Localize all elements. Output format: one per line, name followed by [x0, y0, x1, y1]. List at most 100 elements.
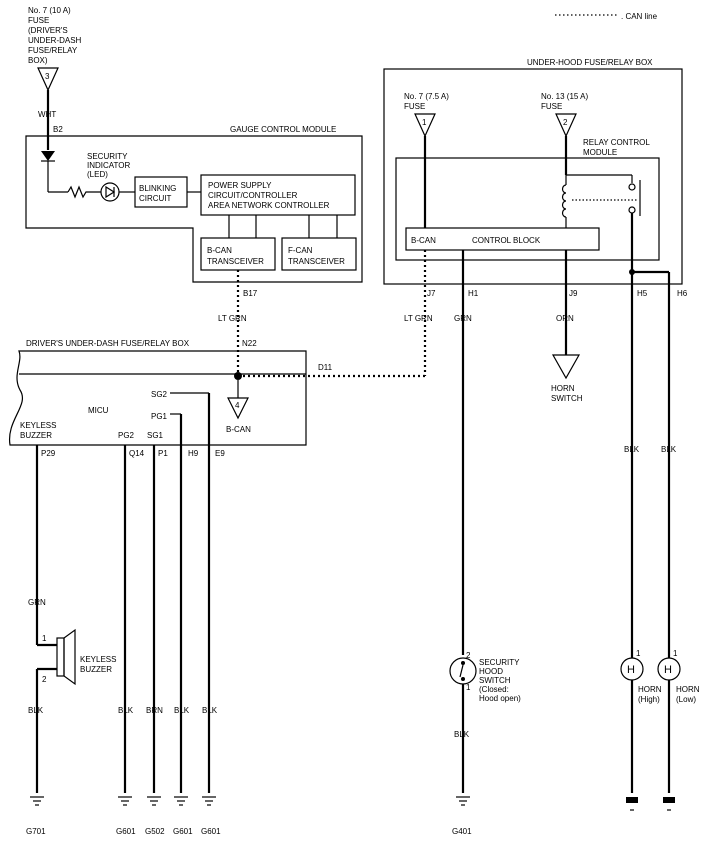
- horn-high: H 1 HORN (High): [620, 649, 662, 704]
- fuse-no7-driver-loc4: BOX): [28, 56, 48, 65]
- wire-lt-grn-1-label: LT GRN: [218, 314, 247, 323]
- horn-low-label-1: HORN: [676, 685, 700, 694]
- fuse-no13-num: 2: [563, 118, 568, 127]
- pin-p1: P1: [158, 449, 168, 458]
- fuse-no7-driver-loc3: FUSE/RELAY: [28, 46, 78, 55]
- ground-g601-b-label: G601: [173, 827, 193, 836]
- fuse-triangle-icon: [37, 67, 59, 92]
- horn-low-icon: [657, 657, 681, 681]
- relay-contact-icon: [628, 183, 636, 191]
- bcan-connector-num: 4: [235, 401, 240, 410]
- relay-module-label-2: MODULE: [583, 148, 617, 157]
- ground-g502-label: G502: [145, 827, 165, 836]
- ground-symbols: [30, 796, 675, 811]
- buzzer-pin2: 2: [42, 675, 47, 684]
- resistor-icon: [67, 185, 101, 199]
- pin-h9: H9: [188, 449, 199, 458]
- ground-icon: [456, 796, 470, 806]
- driver-under-dash-box: DRIVER'S UNDER-DASH FUSE/RELAY BOX N22 D…: [9, 339, 333, 446]
- wire-blk-h9-label: BLK: [174, 706, 190, 715]
- buzzer-label-1: KEYLESS: [80, 655, 116, 664]
- pin-pg2-label: PG2: [118, 431, 135, 440]
- power-supply-label-1: POWER SUPPLY: [208, 181, 272, 190]
- fuse-no7-label: FUSE: [404, 102, 425, 111]
- pin-sg2-label: SG2: [151, 390, 168, 399]
- fuse-no7-driver-rating: No. 7 (10 A): [28, 6, 71, 15]
- security-hood-switch: 2 1 SECURITY HOOD SWITCH (Closed: Hood o…: [449, 651, 521, 793]
- wire-wht-label: WHT: [38, 110, 56, 119]
- security-indicator-label-1: SECURITY: [87, 152, 128, 161]
- blinking-circuit-label-1: BLINKING: [139, 184, 176, 193]
- under-hood-box-outline: [383, 68, 683, 285]
- pin-sg1-label: SG1: [147, 431, 164, 440]
- pin-e9: E9: [215, 449, 225, 458]
- horn-low-letter: H: [664, 664, 672, 676]
- pin-pg1-label: PG1: [151, 412, 168, 421]
- buzzer-horn-icon: [63, 628, 76, 686]
- bcan-connector-label: B-CAN: [226, 425, 251, 434]
- gauge-control-module: GAUGE CONTROL MODULE B2 SECURITY INDICAT…: [25, 125, 363, 283]
- pin-h6: H6: [677, 289, 688, 298]
- gauge-module-title: GAUGE CONTROL MODULE: [230, 125, 336, 134]
- fuse-no13-label: FUSE: [541, 102, 562, 111]
- pin-q14: Q14: [129, 449, 145, 458]
- fuse-no7-rating: No. 7 (7.5 A): [404, 92, 449, 101]
- ground-icon: [663, 797, 675, 811]
- hood-switch-pin2: 2: [466, 651, 471, 660]
- fuse-no7-driver-label: FUSE: [28, 16, 49, 25]
- keyless-buzzer-pin-label-2: BUZZER: [20, 431, 52, 440]
- pin-h5: H5: [637, 289, 648, 298]
- horn-high-pin: 1: [636, 649, 641, 658]
- fuse-no7-num: 1: [422, 118, 427, 127]
- ground-icon: [118, 796, 132, 806]
- driver-box-title: DRIVER'S UNDER-DASH FUSE/RELAY BOX: [26, 339, 190, 348]
- buzzer-pin1: 1: [42, 634, 47, 643]
- wire-blk-h5-label: BLK: [624, 445, 640, 454]
- ground-icon: [147, 796, 161, 806]
- horn-low-label-2: (Low): [676, 695, 696, 704]
- keyless-buzzer: GRN 1 2 KEYLESS BUZZER BLK: [28, 598, 116, 793]
- relay-control-module-box: [395, 157, 660, 261]
- under-hood-title: UNDER-HOOD FUSE/RELAY BOX: [527, 58, 653, 67]
- hood-switch-label-1: SECURITY: [479, 658, 520, 667]
- security-indicator-label-3: (LED): [87, 170, 108, 179]
- ground-icon: [626, 797, 638, 811]
- can-line-legend: . CAN line: [555, 12, 658, 21]
- wire-grn-buzzer-label: GRN: [28, 598, 46, 607]
- hood-switch-pin1: 1: [466, 683, 471, 692]
- horn-low-pin: 1: [673, 649, 678, 658]
- security-indicator-led-icon: [100, 182, 120, 202]
- pin-d11: D11: [318, 363, 333, 372]
- buzzer-body-icon: [56, 637, 65, 677]
- horn-high-label-2: (High): [638, 695, 660, 704]
- horn-switch-icon: [551, 354, 581, 380]
- micu-label: MICU: [88, 406, 109, 415]
- fuse-no13-rating: No. 13 (15 A): [541, 92, 588, 101]
- fcan-transceiver-label-2: TRANSCEIVER: [288, 257, 345, 266]
- ground-icon: [174, 796, 188, 806]
- horn-high-icon: [620, 657, 644, 681]
- relay-module-label-1: RELAY CONTROL: [583, 138, 650, 147]
- ground-g401-label: G401: [452, 827, 472, 836]
- keyless-buzzer-pin-label-1: KEYLESS: [20, 421, 56, 430]
- under-hood-fuse-relay-box: UNDER-HOOD FUSE/RELAY BOX No. 7 (7.5 A) …: [383, 58, 688, 793]
- bcan-transceiver-label-1: B-CAN: [207, 246, 232, 255]
- gauge-module-outline: [25, 135, 363, 283]
- fuse-no7-driver-loc2: UNDER-DASH: [28, 36, 82, 45]
- fuse-no7-driver: No. 7 (10 A) FUSE (DRIVER'S UNDER-DASH F…: [28, 6, 82, 92]
- horn-high-label-1: HORN: [638, 685, 662, 694]
- security-indicator-label-2: INDICATOR: [87, 161, 130, 170]
- control-block-box: [405, 227, 600, 251]
- fuse-triangle-icon: [555, 113, 577, 138]
- wire-blk-h6-label: BLK: [661, 445, 677, 454]
- power-supply-label-3: AREA NETWORK CONTROLLER: [208, 201, 330, 210]
- hood-switch-label-4: (Closed:: [479, 685, 509, 694]
- power-supply-label-2: CIRCUIT/CONTROLLER: [208, 191, 298, 200]
- driver-box-outline: [9, 350, 307, 446]
- horn-switch-label-1: HORN: [551, 384, 575, 393]
- buzzer-label-2: BUZZER: [80, 665, 112, 674]
- wire-blk-e9-label: BLK: [202, 706, 218, 715]
- bcan-connector-icon: [227, 397, 249, 420]
- ground-g701-label: G701: [26, 827, 46, 836]
